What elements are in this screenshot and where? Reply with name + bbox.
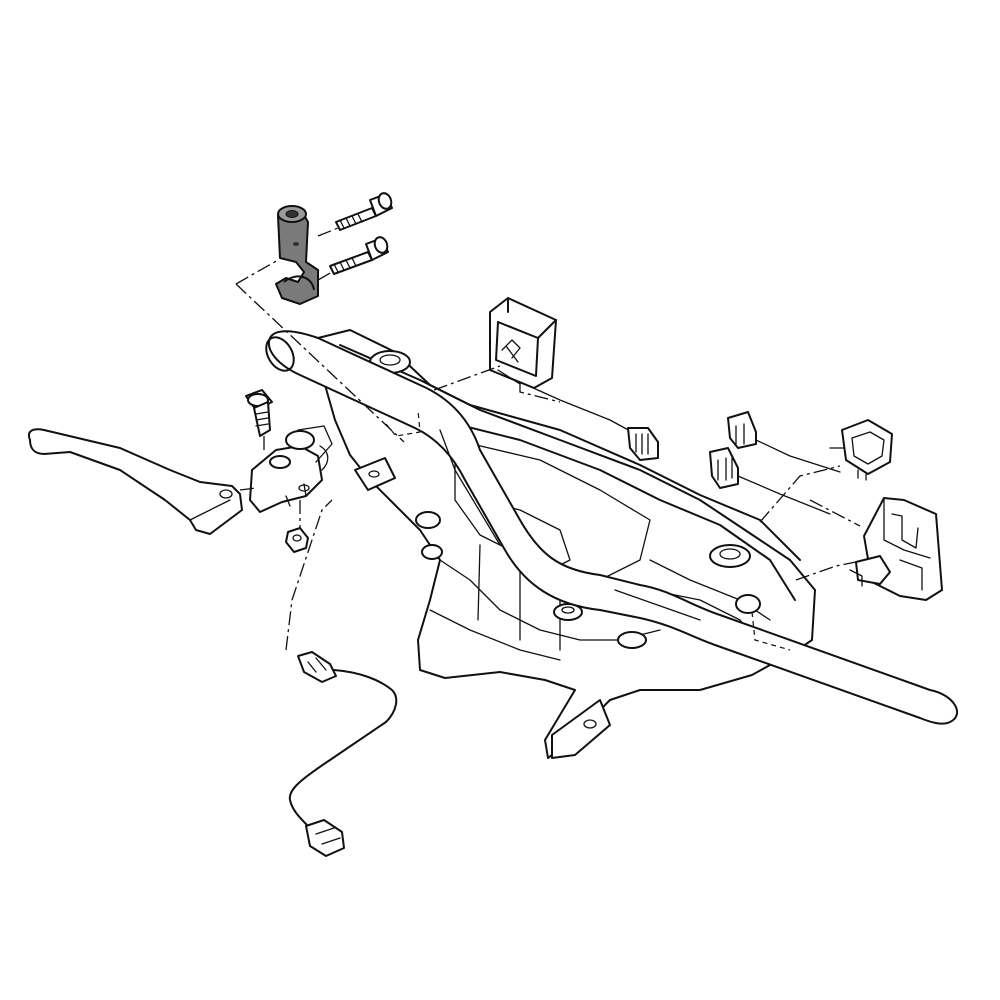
relay-connector [519, 381, 659, 461]
harness-connector-b [709, 447, 831, 515]
clamp-bolt-lower [329, 236, 389, 275]
relay-module [489, 297, 557, 389]
stop-switch-cable [288, 651, 398, 857]
switch-housing [849, 497, 943, 601]
switch-sensor [829, 419, 893, 481]
lever-holder [249, 425, 333, 513]
harness-connector-a [727, 411, 841, 473]
assembly-guide-lines [235, 227, 861, 651]
clamp-bolt-upper [335, 192, 393, 231]
brake-lever [28, 428, 243, 535]
clamp-bracket [275, 205, 319, 305]
lever-nut [285, 527, 309, 553]
handlebar-tube [265, 330, 959, 725]
lever-pivot-bolt [245, 389, 273, 437]
